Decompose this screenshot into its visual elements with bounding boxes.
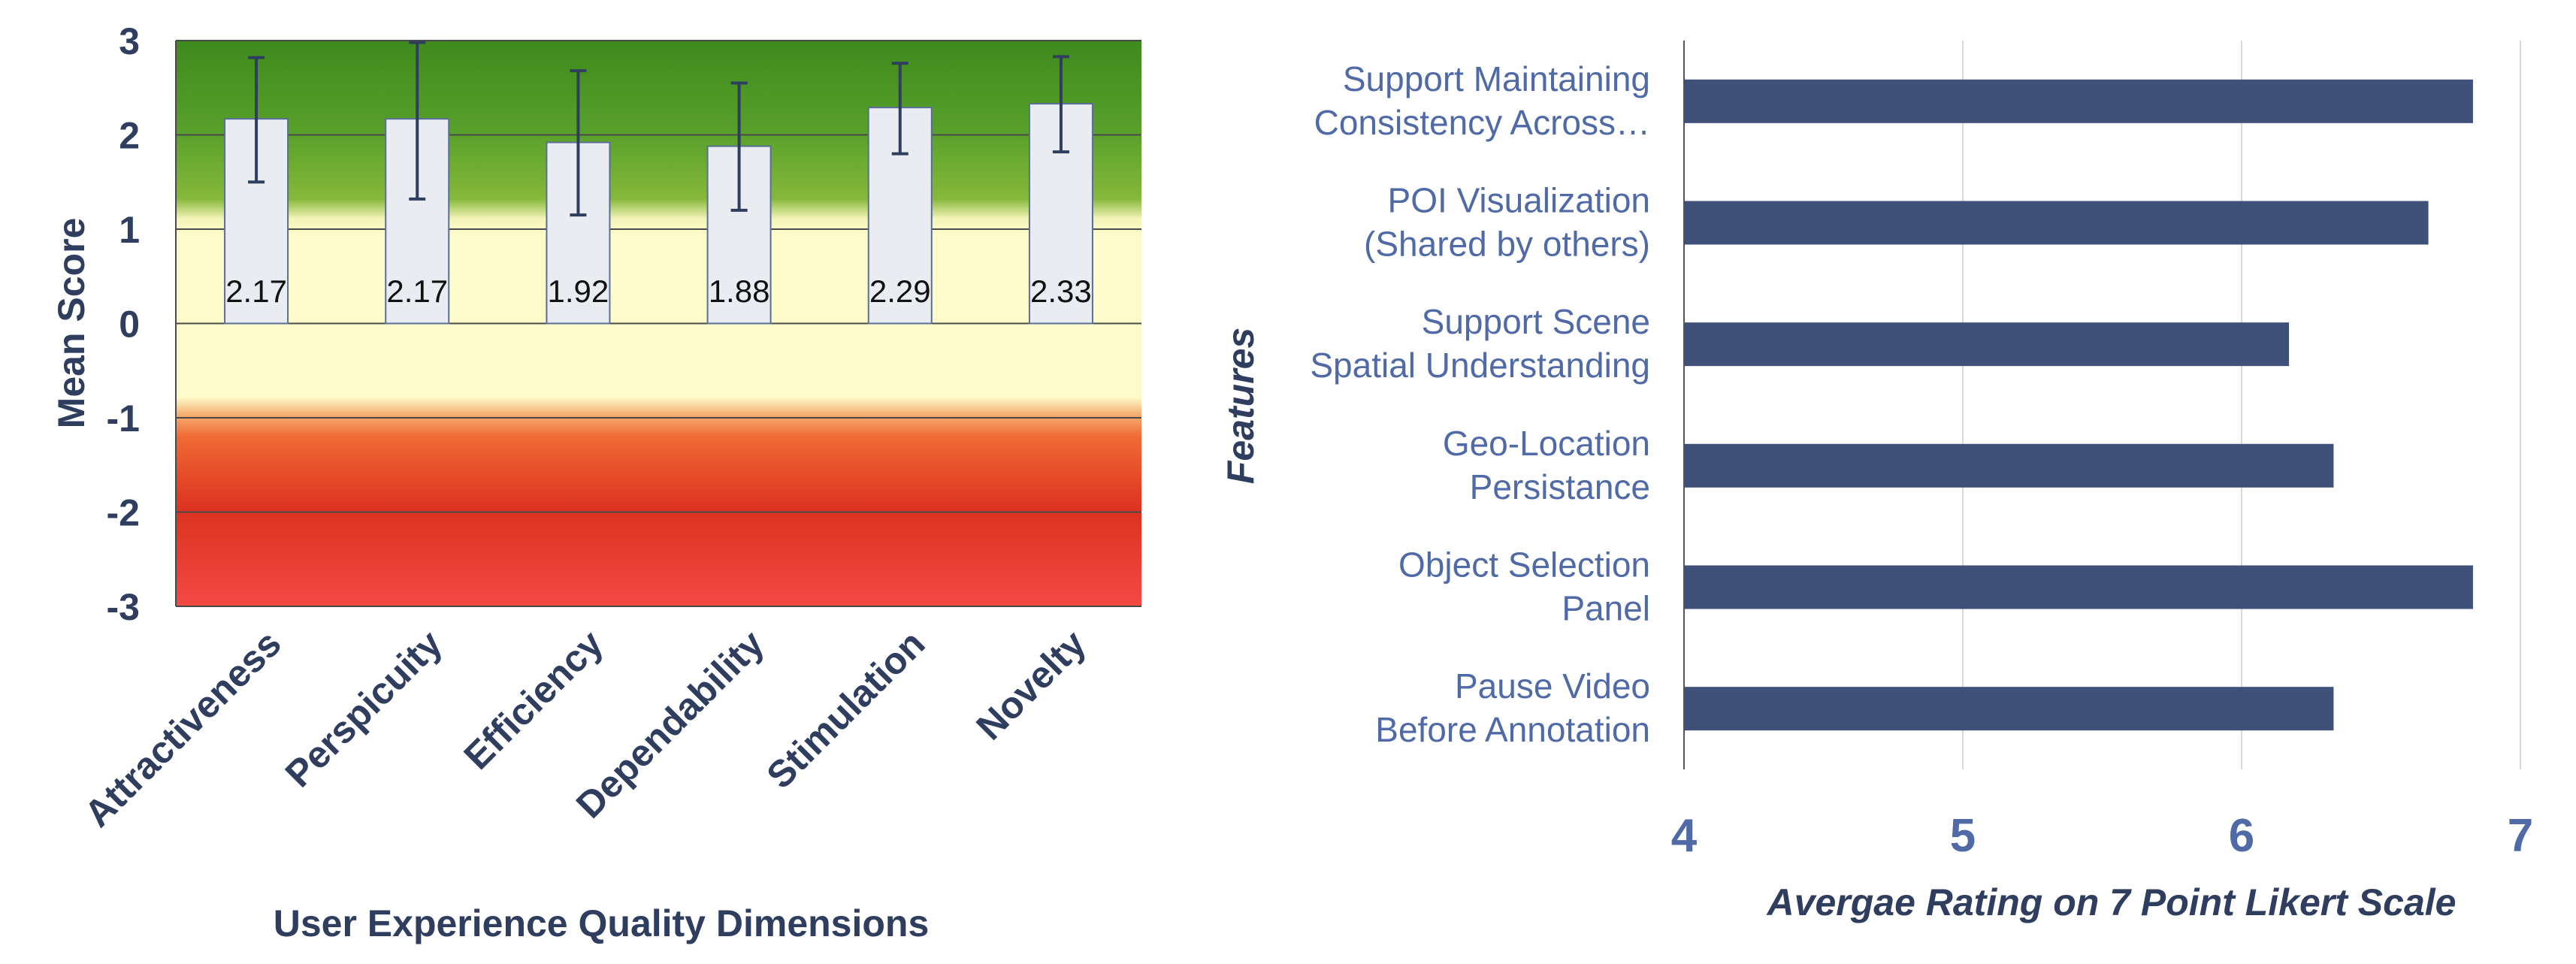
ux-value-label: 2.17: [225, 273, 287, 309]
features-category-label-line: Panel: [1562, 589, 1650, 628]
ux-y-tick-label: -2: [107, 492, 140, 534]
ux-y-tick-label: 1: [119, 209, 140, 251]
ux-y-tick-label: 2: [119, 115, 140, 157]
features-category-label-line: Spatial Understanding: [1310, 346, 1650, 385]
features-category-label: POI Visualization (Shared by others): [1364, 181, 1650, 264]
ux-y-tick-label: 3: [119, 20, 140, 62]
ux-x-tick-label: Attractiveness: [77, 622, 289, 835]
features-category-label-line: Before Annotation: [1375, 710, 1650, 749]
features-x-tick-label: 6: [2229, 810, 2254, 862]
features-category-label-line: Persistance: [1470, 467, 1650, 506]
ux-y-tick-labels: 3 2 1 0 -1 -2 -3: [107, 20, 140, 628]
features-bar: [1684, 201, 2429, 245]
ux-chart: 3 2 1 0 -1 -2 -3 2.17 2.17 1.92 1.88 2.29 2.33 Attr…: [50, 20, 1141, 944]
ux-x-tick-label: Perspicuity: [277, 622, 450, 795]
ux-y-axis-title: Mean Score: [50, 218, 92, 429]
ux-x-tick-label: Novelty: [968, 622, 1093, 748]
features-category-label-line: Support Maintaining: [1343, 59, 1650, 98]
features-category-label-line: (Shared by others): [1364, 225, 1650, 264]
features-category-label-line: POI Visualization: [1388, 181, 1650, 220]
features-gridlines: [1683, 41, 2521, 769]
ux-value-label: 1.88: [709, 273, 770, 309]
features-bar: [1684, 687, 2334, 731]
ux-value-labels: 2.17 2.17 1.92 1.88 2.29 2.33: [225, 273, 1092, 309]
features-category-label-line: Geo-Location: [1443, 424, 1650, 463]
features-category-label-line: Support Scene: [1422, 302, 1650, 341]
features-x-tick-label: 7: [2508, 810, 2533, 862]
features-x-tick-labels: 4 5 6 7: [1671, 810, 2533, 862]
features-bar: [1684, 443, 2334, 488]
features-bar: [1684, 565, 2473, 609]
features-bars: [1684, 79, 2473, 731]
features-y-axis-title: Features: [1220, 328, 1262, 484]
ux-bars: [224, 103, 1093, 325]
features-x-tick-label: 4: [1671, 810, 1698, 862]
ux-x-tick-label: Efficiency: [456, 622, 612, 778]
ux-value-label: 2.33: [1030, 273, 1092, 309]
ux-x-tick-label: Stimulation: [758, 622, 933, 796]
ux-value-label: 2.17: [386, 273, 448, 309]
ux-x-axis-title: User Experience Quality Dimensions: [274, 902, 930, 944]
ux-y-tick-label: -3: [107, 586, 140, 628]
features-category-label-line: Object Selection: [1398, 545, 1650, 585]
ux-y-tick-label: 0: [119, 304, 140, 346]
ux-y-tick-label: -1: [107, 397, 140, 440]
features-category-label-line: Pause Video: [1455, 666, 1650, 706]
features-bar: [1684, 79, 2473, 123]
features-x-axis-title: Avergae Rating on 7 Point Likert Scale: [1766, 881, 2457, 923]
ux-value-label: 2.29: [869, 273, 931, 309]
features-category-label-line: Consistency Across…: [1314, 103, 1650, 142]
ux-error-bars: [248, 41, 1069, 217]
features-bar: [1684, 322, 2290, 367]
ux-gridlines: [175, 40, 1141, 607]
features-x-tick-label: 5: [1950, 810, 1976, 862]
ux-value-label: 1.92: [548, 273, 609, 309]
